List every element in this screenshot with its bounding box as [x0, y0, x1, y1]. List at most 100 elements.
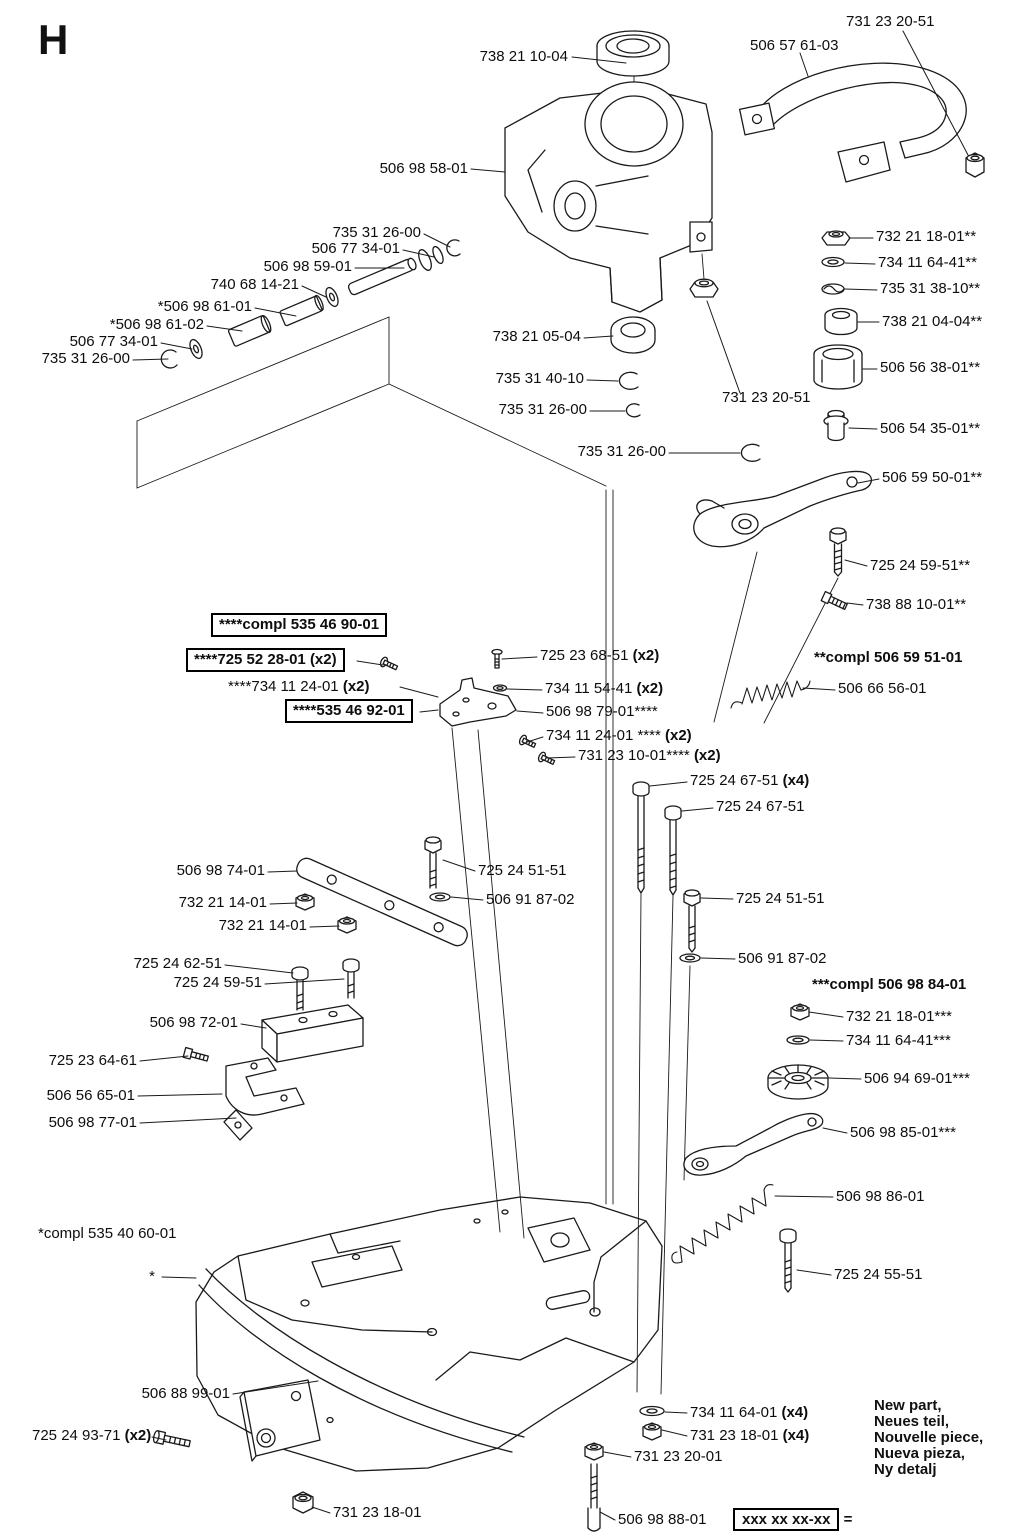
part-label: 506 98 86-01	[836, 1188, 925, 1205]
part-label: 506 57 61-03	[750, 37, 839, 54]
legend: xxx xx xx-xx =	[733, 1508, 852, 1531]
part-label: 734 11 64-01 (x4)	[690, 1404, 809, 1421]
part-label: 506 59 50-01**	[882, 469, 983, 486]
part-label: ***compl 506 98 84-01	[812, 976, 967, 993]
nut-mid-drawing	[689, 278, 719, 298]
new-part-line: Nouvelle piece,	[874, 1429, 984, 1446]
part-label: 506 98 59-01	[263, 258, 352, 275]
bearing-top-drawing	[596, 30, 670, 77]
part-label: 506 98 77-01	[48, 1114, 137, 1131]
part-label: 506 94 69-01***	[864, 1070, 970, 1087]
long-bolt-1-drawing	[632, 781, 650, 894]
new-part-line: New part,	[874, 1397, 942, 1414]
part-label: 732 21 18-01**	[876, 228, 977, 245]
part-label: 725 24 62-51	[133, 955, 222, 972]
pulley-group-drawing	[767, 1003, 829, 1100]
part-label: 734 11 64-41***	[846, 1032, 951, 1049]
bolt-right-drawing	[829, 527, 847, 577]
handle-bracket-drawing	[738, 62, 985, 183]
part-label: 506 91 87-02	[738, 950, 827, 967]
part-label: *506 98 61-01	[157, 298, 252, 315]
idler-arm-drawing	[683, 1112, 824, 1176]
part-label: ****734 11 24-01 (x2)	[228, 678, 370, 695]
part-label: 738 21 05-04	[492, 328, 581, 345]
part-label: 735 31 26-00	[332, 224, 421, 241]
right-stack-drawing	[813, 230, 863, 442]
part-label: 506 66 56-01	[838, 680, 927, 697]
pivot-bracket-drawing	[379, 648, 556, 765]
part-label: 738 88 10-01**	[866, 596, 967, 613]
spring-long-drawing	[671, 1184, 774, 1264]
part-label: 506 98 72-01	[149, 1014, 238, 1031]
part-label: 740 68 14-21	[210, 276, 299, 293]
part-label: 725 24 93-71 (x2)	[32, 1427, 152, 1444]
gear-housing-drawing	[504, 81, 713, 313]
part-label: 732 21 14-01	[218, 917, 307, 934]
part-label: 731 23 18-01	[333, 1504, 422, 1521]
part-label: 731 23 20-51	[722, 389, 811, 406]
bearing-mid-drawing	[610, 316, 656, 354]
new-part-line: Ny detalj	[874, 1461, 937, 1478]
part-label: ****compl 535 46 90-01	[211, 613, 388, 637]
part-label: 734 11 64-41**	[878, 254, 977, 271]
circlip-drawing	[618, 371, 761, 462]
bolt-lower-right-drawing	[779, 1228, 797, 1293]
part-label: 506 88 99-01	[141, 1385, 230, 1402]
part-label: 506 98 79-01****	[546, 703, 658, 720]
part-label: 506 54 35-01**	[880, 420, 981, 437]
part-label: 738 21 04-04**	[882, 313, 983, 330]
legend-equals: =	[843, 1511, 853, 1528]
part-label: 506 91 87-02	[486, 891, 575, 908]
part-label: 731 23 20-01	[634, 1448, 723, 1465]
part-label: 725 24 67-51	[716, 798, 805, 815]
page-section-letter: H	[38, 16, 69, 63]
part-label: 725 23 68-51 (x2)	[540, 647, 660, 664]
part-label: 735 31 26-00	[577, 443, 666, 460]
legend-code-box: xxx xx xx-xx	[733, 1508, 840, 1531]
part-label: 735 31 26-00	[498, 401, 587, 418]
new-part-line: Neues teil,	[874, 1413, 950, 1430]
part-label: 735 31 38-10**	[880, 280, 981, 297]
block-group-drawing	[261, 958, 364, 1063]
part-label: 731 23 10-01**** (x2)	[578, 747, 721, 764]
nut-drawing	[965, 152, 985, 178]
part-label: 506 98 88-01	[618, 1511, 707, 1528]
part-label: 735 31 40-10	[495, 370, 584, 387]
part-label: 732 21 18-01***	[846, 1008, 952, 1025]
leader-lines	[132, 30, 969, 1521]
part-label: 725 24 51-51	[736, 890, 825, 907]
part-label: 731 23 20-51	[846, 13, 935, 30]
part-label: 725 24 51-51	[478, 862, 567, 879]
part-label: **compl 506 59 51-01	[814, 649, 963, 666]
part-label: *506 98 61-02	[109, 316, 204, 333]
part-label: 506 56 38-01**	[880, 359, 981, 376]
part-label: 506 77 34-01	[69, 333, 158, 350]
part-label: 734 11 24-01 **** (x2)	[546, 727, 692, 744]
small-screw-drawing	[820, 590, 848, 611]
bottom-bracket-drawing	[152, 1379, 321, 1514]
part-label: 506 98 85-01***	[850, 1124, 956, 1141]
part-label: 732 21 14-01	[178, 894, 267, 911]
part-label: 725 24 59-51	[173, 974, 262, 991]
part-label: 725 24 55-51	[834, 1266, 923, 1283]
part-label: 725 24 67-51 (x4)	[690, 772, 810, 789]
part-label: 506 77 34-01	[311, 240, 400, 257]
part-label: 725 23 64-61	[48, 1052, 137, 1069]
part-label: 734 11 54-41 (x2)	[545, 680, 664, 697]
part-label: 506 56 65-01	[46, 1087, 135, 1104]
flat-bar-drawing	[295, 836, 468, 947]
small-bracket-drawing	[182, 1046, 305, 1141]
structure-lines	[136, 65, 839, 1395]
part-label: 738 21 10-04	[479, 48, 568, 65]
new-part-note: New part, Neues teil, Nouvelle piece, Nu…	[874, 1398, 983, 1478]
bottom-right-hardware-drawing	[584, 1405, 665, 1532]
lever-arm-drawing	[693, 470, 873, 548]
part-label: ****725 52 28-01 (x2)	[186, 648, 345, 672]
spring-small-drawing	[730, 680, 811, 709]
part-label: ****535 46 92-01	[285, 699, 413, 723]
new-part-line: Nueva pieza,	[874, 1445, 965, 1462]
part-label: 506 98 74-01	[176, 862, 265, 879]
part-label: *compl 535 40 60-01	[38, 1225, 177, 1242]
part-label: 506 98 58-01	[379, 160, 468, 177]
